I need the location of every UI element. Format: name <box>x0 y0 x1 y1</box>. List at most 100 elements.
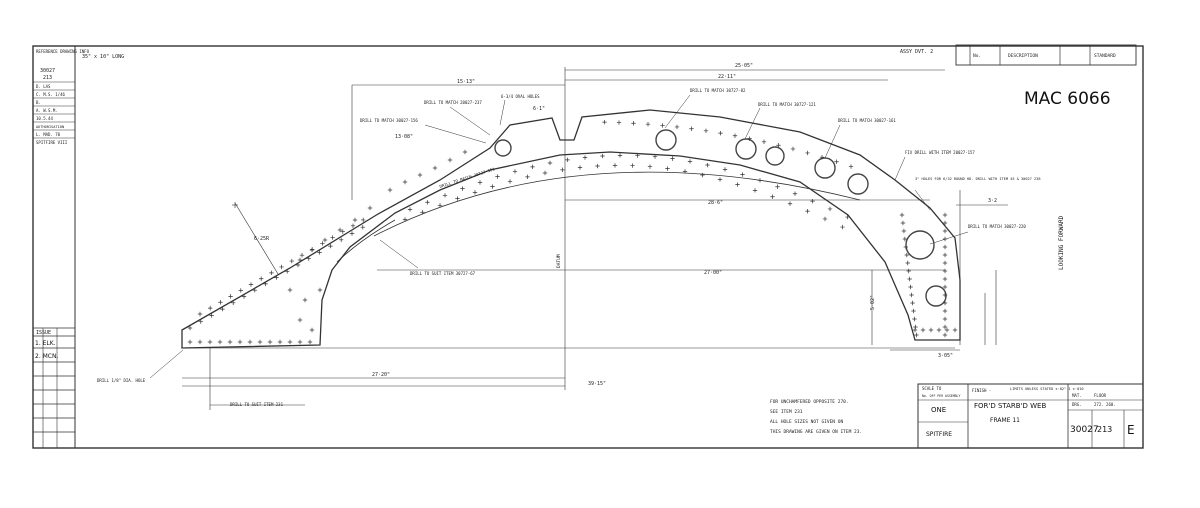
rivet-mark <box>595 163 600 169</box>
panel-row: L. MAD. 70 <box>36 132 61 137</box>
drawing-number: 30027 <box>1070 425 1099 435</box>
rivet-mark <box>299 253 305 258</box>
rivet-mark <box>432 165 438 171</box>
rivet-mark <box>775 184 780 189</box>
rivet-mark <box>289 258 294 264</box>
rivet-mark <box>902 236 908 242</box>
rivet-mark <box>942 252 948 258</box>
rivet-mark <box>525 174 530 180</box>
rivet-mark <box>417 172 423 178</box>
rivet-mark <box>602 119 607 125</box>
general-note: ALL HOLE SIZES NOT GIVEN ON <box>770 419 843 425</box>
dim-label: 28·6" <box>708 200 723 206</box>
rivet-mark <box>297 339 303 345</box>
note: DRILL TO SUIT ITEM 30727-67 <box>410 271 476 276</box>
rivet-mark <box>425 200 430 205</box>
rivet-mark <box>848 164 854 169</box>
rivet-mark <box>942 308 948 314</box>
rivet-mark <box>542 170 548 176</box>
panel-row: C. M.S. 1/46 <box>36 92 65 97</box>
rivet-mark <box>285 269 290 274</box>
note: 3" HOLES FOR 6/32 ROUND HD. DRILL WITH I… <box>915 177 1041 181</box>
rivet-mark <box>740 172 745 177</box>
rivet-mark <box>647 164 653 169</box>
scale-label: SCALE TO <box>922 386 942 391</box>
rivet-mark <box>928 327 934 333</box>
rivet-mark <box>241 294 247 299</box>
note: DRILL 1/8" DIA. HOLE <box>97 378 146 383</box>
rivet-mark <box>747 136 752 141</box>
rivet-mark <box>936 327 942 333</box>
mat-label: MAT. <box>1072 393 1082 398</box>
rivet-mark <box>787 201 793 206</box>
rivet-mark <box>905 260 910 266</box>
panel-header: REFERENCE DRAWING INFO <box>36 49 90 54</box>
dim-label: 6·25R <box>254 236 270 242</box>
rivet-mark <box>635 153 640 158</box>
note: DRILL TO MATCH 30727-121 <box>758 102 816 107</box>
rivet-mark <box>909 292 914 298</box>
rivet-mark <box>942 316 948 322</box>
rivet-mark <box>942 300 948 306</box>
general-notes: FOR UNCHAMFERED OPPOSITE 270. SEE ITEM 2… <box>770 399 862 435</box>
note: DRILL TO MATCH 30027-220 <box>968 224 1026 229</box>
rivet-mark <box>490 184 495 189</box>
dim-label: 22·11" <box>718 74 736 80</box>
note: DRILL TO MATCH 30027-156 <box>360 118 418 123</box>
dim-label: 27·00" <box>704 270 722 276</box>
rivet-mark <box>322 237 328 243</box>
rivet-mark <box>612 163 618 168</box>
rivet-mark <box>547 160 553 166</box>
rivet-mark <box>447 157 453 163</box>
rivet-mark <box>197 311 203 317</box>
rivet-mark <box>805 150 810 156</box>
dim-label: 5·02" <box>870 295 876 310</box>
rivet-mark <box>207 339 213 345</box>
rivet-mark <box>942 228 948 234</box>
panel-part-item: 213 <box>43 75 52 81</box>
rivet-mark <box>287 339 293 345</box>
rivet-mark <box>259 276 264 281</box>
drawing-border <box>32 45 1144 449</box>
dim-label: 27·20" <box>372 372 390 378</box>
panel-row: SPITFIRE VIII <box>36 140 68 145</box>
dim-label: 3·05" <box>938 353 953 359</box>
rivet-mark <box>700 172 705 178</box>
rivet-mark <box>717 177 723 182</box>
rivet-mark <box>328 243 333 249</box>
rivet-mark <box>942 268 948 274</box>
panel-row: A. W.S.M. <box>36 108 58 113</box>
rivet-mark <box>703 128 709 133</box>
rivet-mark <box>582 155 588 160</box>
rivet-mark <box>197 339 203 345</box>
rivet-mark <box>805 208 810 214</box>
drg-label: DRG. <box>1072 402 1082 407</box>
datum-label: DATUM <box>556 254 562 268</box>
rivet-mark <box>845 214 850 220</box>
rivet-mark <box>705 162 710 168</box>
rivet-mark <box>565 157 570 163</box>
rivet-mark <box>920 327 926 333</box>
looking-forward: LOOKING FORWARD <box>1058 215 1065 270</box>
rivet-mark <box>267 339 273 345</box>
leader-lines <box>149 94 969 379</box>
rivet-mark <box>944 327 950 333</box>
rivet-mark <box>220 306 225 312</box>
rivet-mark <box>630 163 635 168</box>
rivet-mark <box>248 282 254 287</box>
rivet-mark <box>279 264 284 270</box>
rivet-mark <box>187 325 193 331</box>
rivet-mark <box>942 244 948 250</box>
rivet-mark <box>600 153 605 159</box>
rivet-mark <box>252 288 257 293</box>
rivet-mark <box>617 153 623 158</box>
rivet-mark <box>330 235 335 240</box>
dim-label: 25·05" <box>735 63 753 69</box>
issue-row: 1. ELK. <box>35 340 56 347</box>
rivet-mark <box>910 300 915 306</box>
note: DRILL TO MATCH 30027-161 <box>838 118 896 123</box>
rivet-mark <box>402 179 408 185</box>
rivet-mark <box>274 275 279 280</box>
rivet-mark <box>770 194 775 199</box>
reference-panel: REFERENCE DRAWING INFO 30027 213 D. LAS … <box>33 49 90 448</box>
